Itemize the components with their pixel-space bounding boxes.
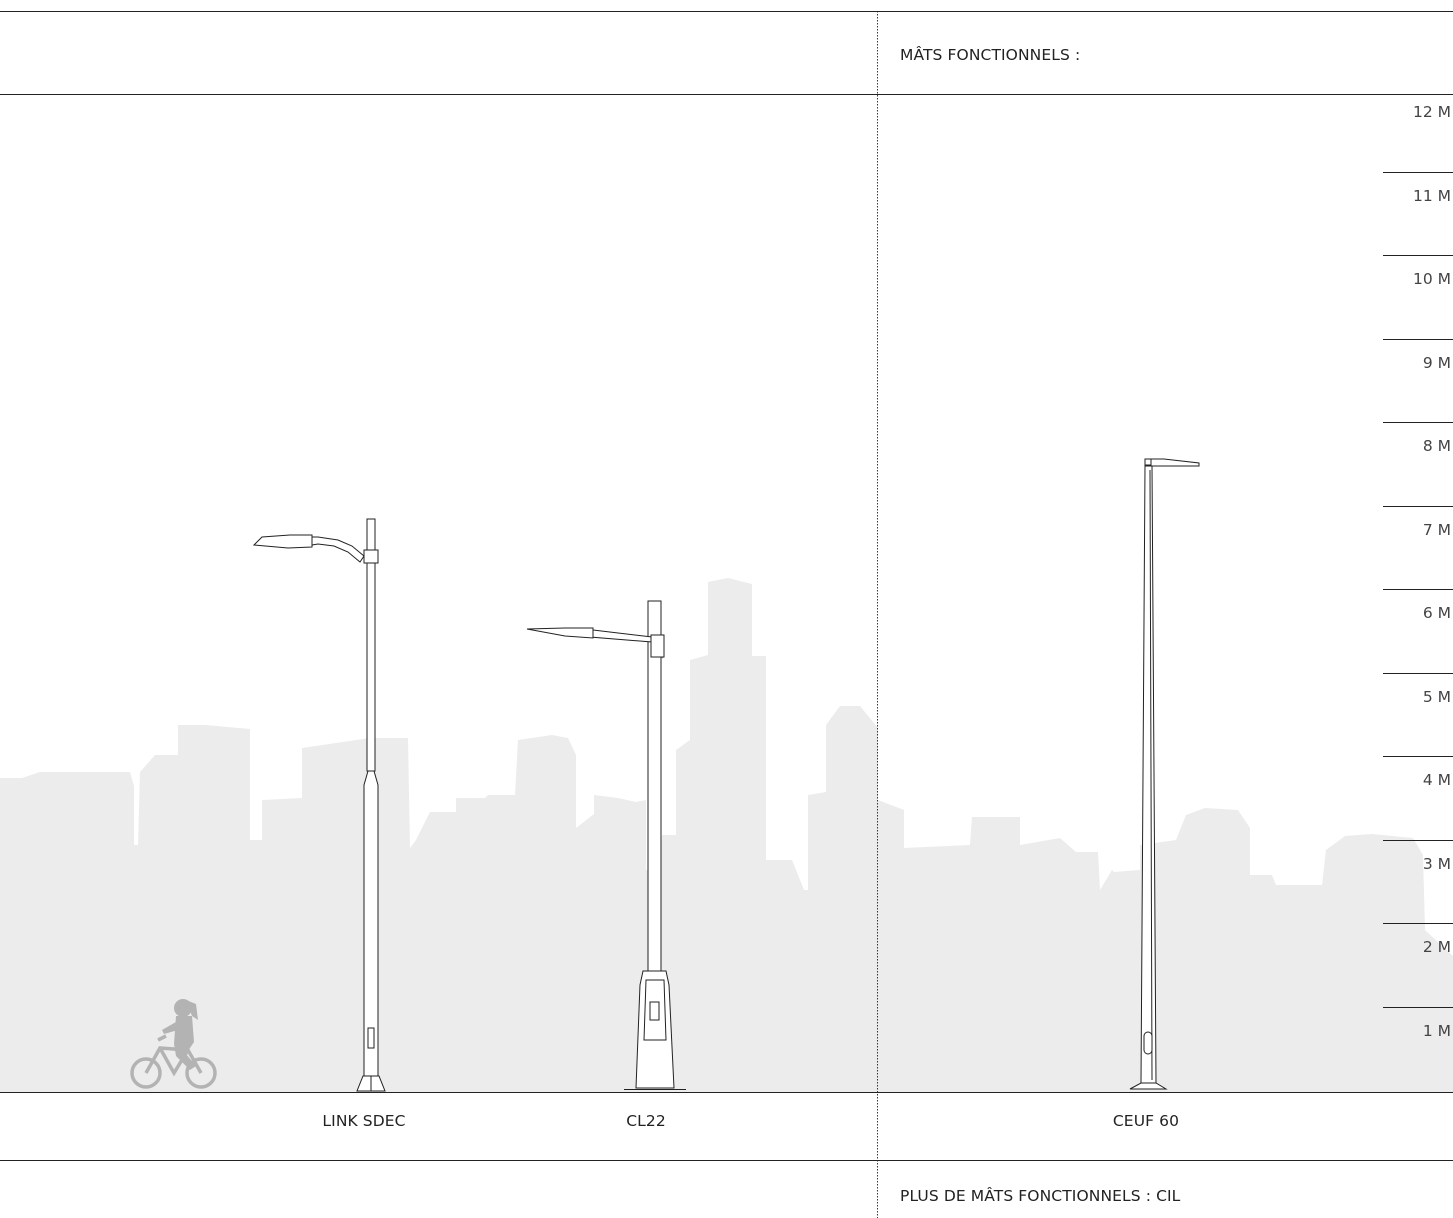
ceuf-60-pole — [1129, 458, 1200, 1090]
cyclist-body — [162, 999, 198, 1070]
frame-lines — [0, 11, 1453, 1218]
height-scale-label: 1 M — [1422, 1021, 1451, 1040]
height-scale-label: 5 M — [1422, 687, 1451, 706]
pole-name-cl22: CL22 — [626, 1112, 666, 1130]
height-scale-rules — [1383, 172, 1453, 1008]
city-skyline-silhouette — [0, 578, 1453, 1092]
cl22-pole — [526, 600, 686, 1090]
height-scale-label: 7 M — [1422, 520, 1451, 539]
link-sdec-pole — [252, 518, 386, 1092]
pole-name-link-sdec: LINK SDEC — [322, 1112, 406, 1130]
height-scale-label: 12 M — [1412, 103, 1451, 121]
height-scale-label: 4 M — [1422, 771, 1451, 789]
height-scale-label: 3 M — [1422, 854, 1451, 873]
pole-name-ceuf-60: CEUF 60 — [1112, 1112, 1180, 1130]
footer-right-note: PLUS DE MÂTS FONCTIONNELS : CIL — [900, 1187, 1181, 1205]
header-right-title: MÂTS FONCTIONNELS : — [900, 46, 1081, 64]
height-scale-label: 8 M — [1422, 437, 1451, 455]
height-scale-label: 9 M — [1422, 353, 1451, 372]
height-scale-label: 6 M — [1422, 604, 1451, 622]
height-scale-label: 10 M — [1412, 270, 1451, 288]
height-scale-label: 11 M — [1412, 186, 1451, 205]
height-scale-label: 2 M — [1422, 938, 1451, 956]
